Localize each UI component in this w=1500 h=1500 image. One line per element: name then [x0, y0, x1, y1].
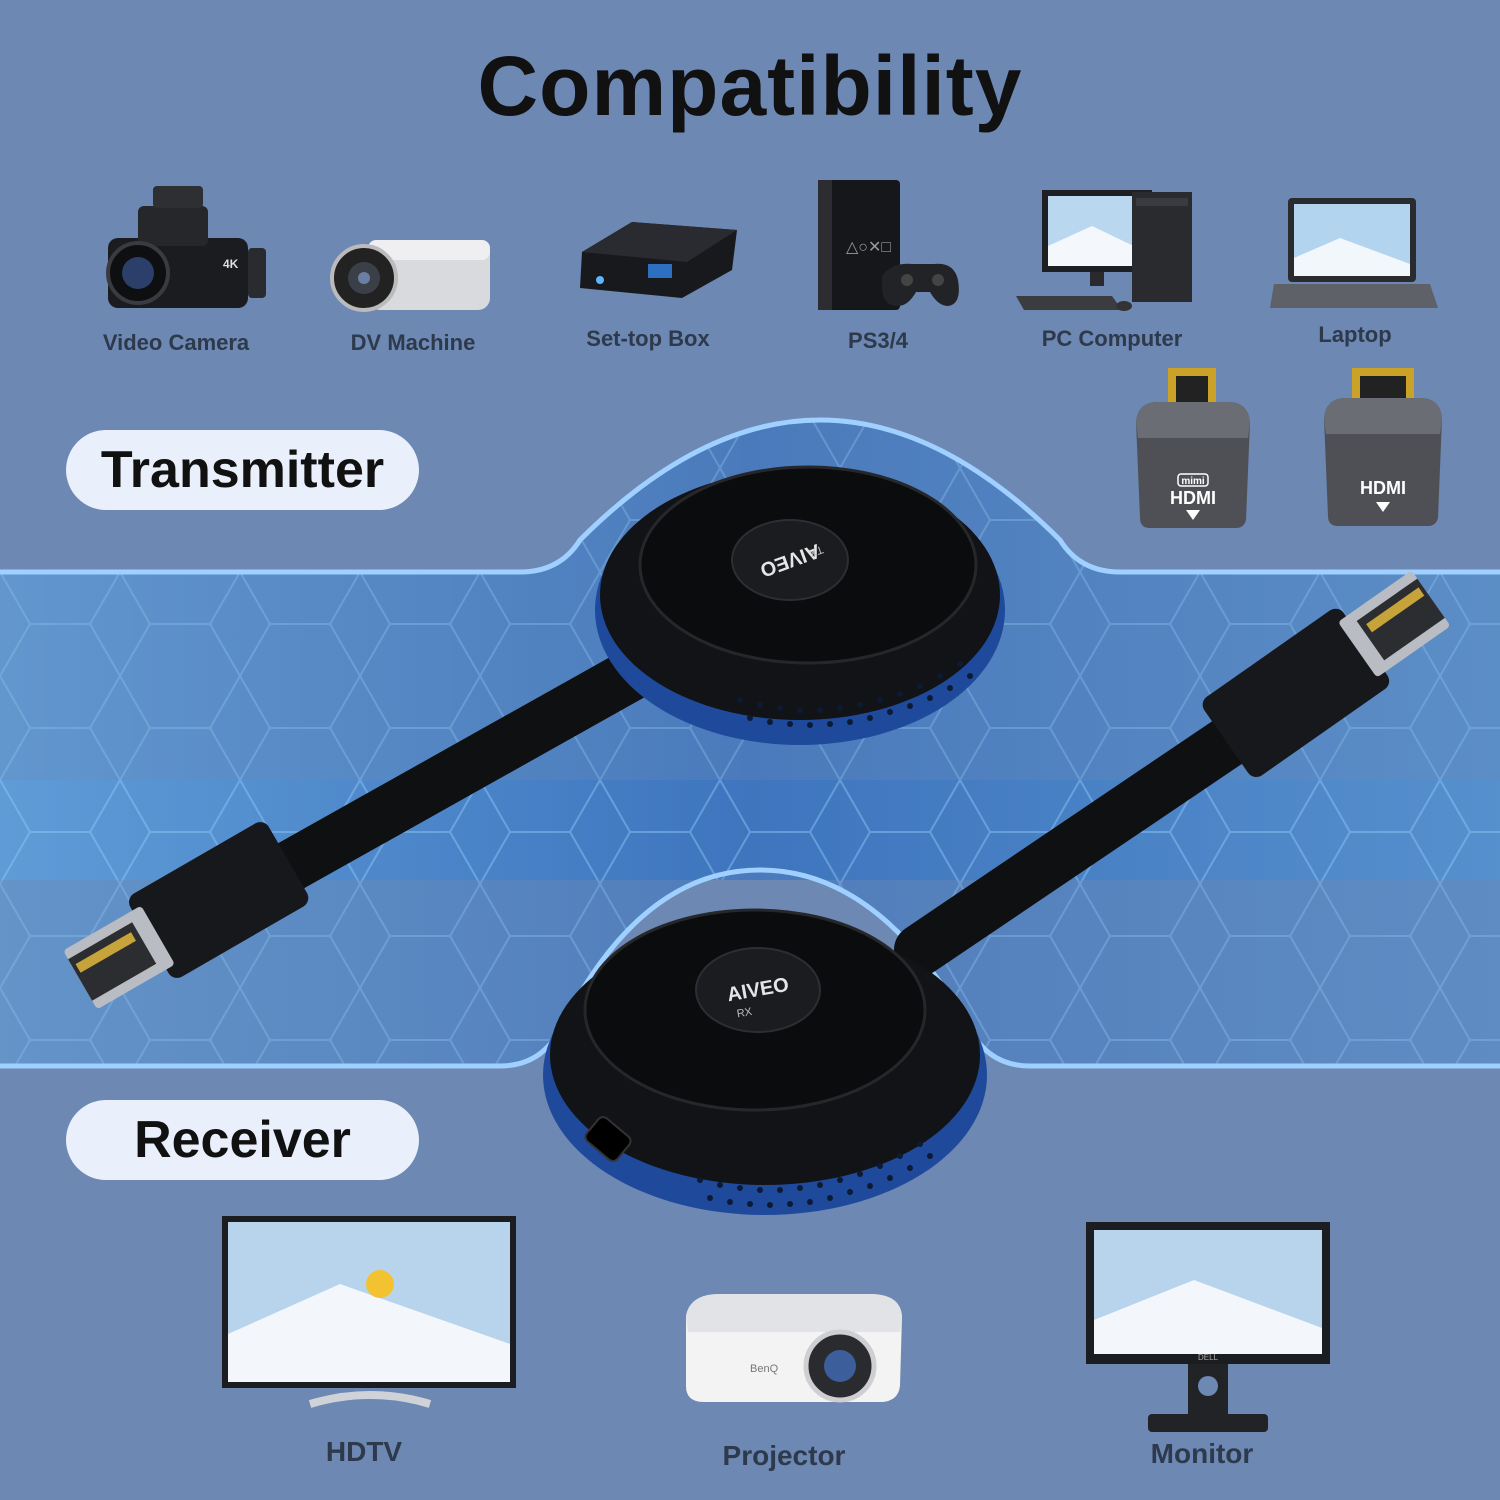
pc-computer-icon	[1016, 190, 1192, 311]
receiver-label-pill: Receiver	[66, 1100, 419, 1180]
video-camera-icon: 4K	[106, 186, 266, 308]
projector-icon: BenQ	[686, 1294, 902, 1403]
mini-hdmi-adapter-icon: HDMI	[1324, 368, 1442, 526]
adapter-hdmi-text: HDMI	[1170, 488, 1216, 508]
receiver-code: RX	[736, 1006, 754, 1021]
source-label-laptop: Laptop	[1318, 322, 1392, 347]
monitor-icon: DELL	[1086, 1222, 1330, 1432]
svg-text:△○✕□: △○✕□	[846, 239, 891, 256]
playstation-console-icon: △○✕□	[818, 180, 959, 310]
source-label-video-camera: Video Camera	[102, 330, 250, 355]
display-label-projector: Projector	[722, 1440, 846, 1471]
hdtv-icon	[222, 1216, 516, 1408]
projector-brand: BenQ	[750, 1363, 779, 1375]
monitor-brand: DELL	[1198, 1353, 1219, 1362]
source-label-dv-machine: DV Machine	[350, 330, 476, 355]
source-label-pc-computer: PC Computer	[1041, 326, 1183, 351]
transmitter-code: TX	[807, 543, 825, 559]
adapter-brand: mimi	[1181, 476, 1205, 487]
dv-machine-icon	[330, 240, 490, 312]
micro-hdmi-adapter-icon: mimi HDMI	[1136, 368, 1250, 528]
source-label-set-top-box: Set-top Box	[586, 326, 710, 351]
set-top-box-icon	[580, 222, 737, 298]
source-label-ps: PS3/4	[848, 328, 908, 353]
laptop-icon	[1270, 198, 1438, 308]
page-title: Compatibility	[477, 39, 1023, 133]
transmitter-label-pill: Transmitter	[66, 430, 419, 510]
display-label-hdtv: HDTV	[325, 1436, 403, 1467]
adapter-hdmi-text-2: HDMI	[1360, 478, 1406, 498]
svg-text:4K: 4K	[223, 257, 239, 271]
display-label-monitor: Monitor	[1150, 1438, 1254, 1469]
